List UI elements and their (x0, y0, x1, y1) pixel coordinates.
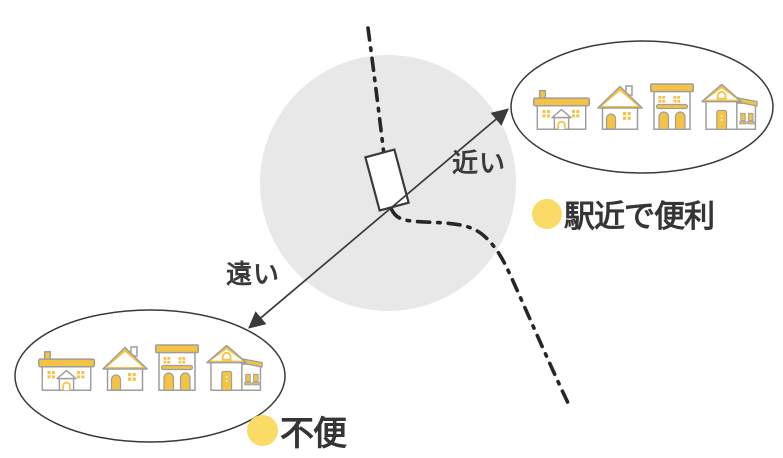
house-with-annex-icon (701, 83, 758, 130)
far-housing-row (38, 341, 268, 391)
circle-bullet-icon (247, 415, 278, 446)
far-housing-ellipse (14, 309, 286, 443)
near-arrow-label: 近い (452, 148, 507, 178)
house-with-porch-icon (38, 351, 95, 391)
circle-bullet-icon (532, 198, 562, 229)
house-with-porch-icon (533, 90, 590, 130)
near-caption: 駅近で便利 (532, 191, 715, 236)
near-caption-text: 駅近で便利 (564, 199, 715, 234)
gable-house-icon (597, 84, 643, 130)
gable-house-icon (102, 345, 148, 391)
two-story-house-icon (650, 80, 694, 130)
far-arrow-label: 遠い (226, 259, 281, 289)
two-story-house-icon (155, 341, 199, 391)
far-caption-text: 不便 (280, 415, 347, 453)
house-with-annex-icon (206, 344, 263, 391)
near-housing-row (533, 80, 763, 130)
distance-arrow (248, 108, 509, 329)
far-caption: 不便 (247, 406, 347, 455)
